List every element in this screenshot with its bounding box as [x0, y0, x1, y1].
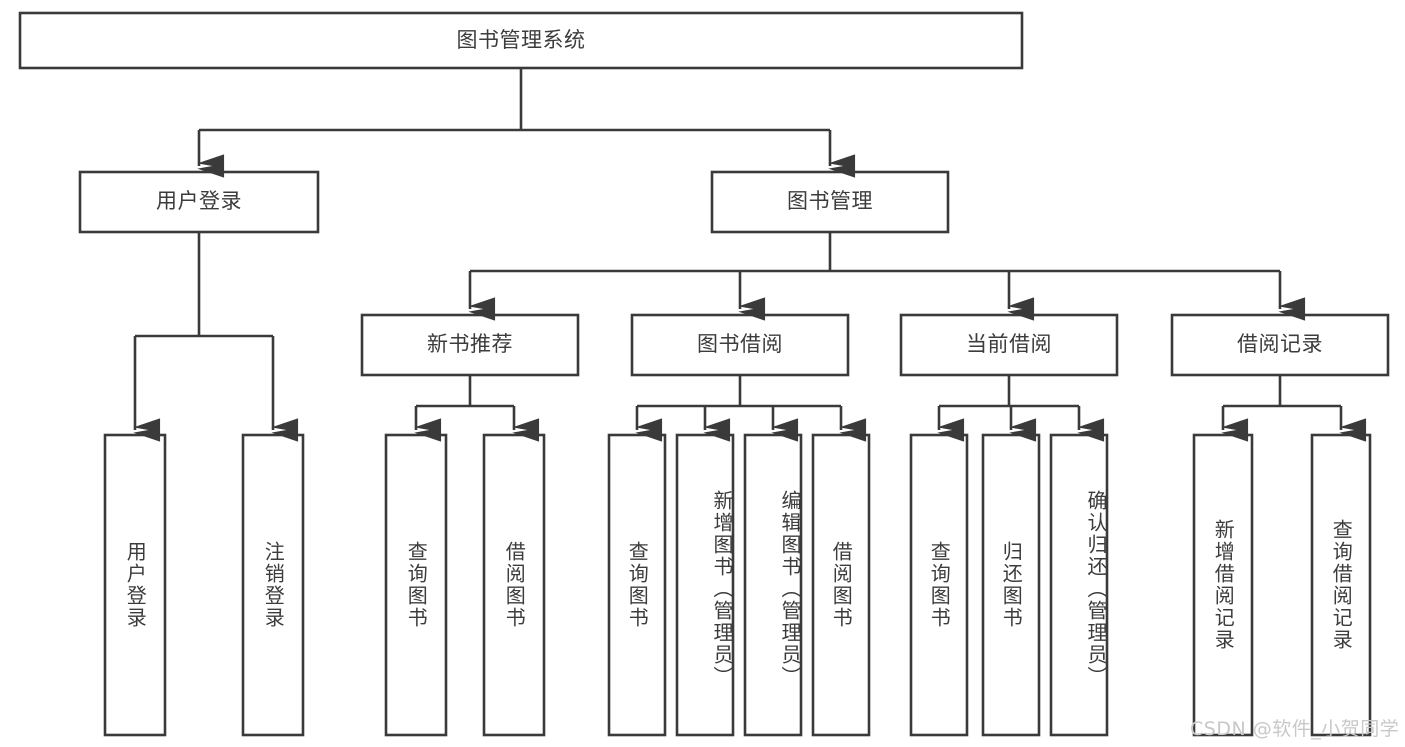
node-box-book-borrow[interactable]	[630, 313, 850, 377]
leaf-box-9[interactable]	[981, 433, 1041, 737]
leaf-box-4[interactable]	[607, 433, 667, 737]
leaf-box-10[interactable]	[1049, 433, 1109, 737]
node-box-borrow-record[interactable]	[1170, 313, 1390, 377]
leaf-box-7[interactable]	[811, 433, 871, 737]
leaf-box-3[interactable]	[482, 433, 546, 737]
leaf-box-2[interactable]	[384, 433, 448, 737]
node-box-current-borrow[interactable]	[899, 313, 1119, 377]
node-box-user-login[interactable]	[78, 170, 320, 234]
leaf-box-12[interactable]	[1310, 433, 1372, 737]
leaf-box-1[interactable]	[241, 433, 305, 737]
leaf-box-8[interactable]	[909, 433, 969, 737]
leaf-box-0[interactable]	[103, 433, 167, 737]
node-box-root[interactable]	[18, 11, 1024, 70]
node-box-book-management[interactable]	[710, 170, 950, 234]
leaf-box-5[interactable]	[675, 433, 735, 737]
node-box-new-book-recommend[interactable]	[360, 313, 580, 377]
leaf-box-6[interactable]	[743, 433, 803, 737]
leaf-box-11[interactable]	[1192, 433, 1254, 737]
